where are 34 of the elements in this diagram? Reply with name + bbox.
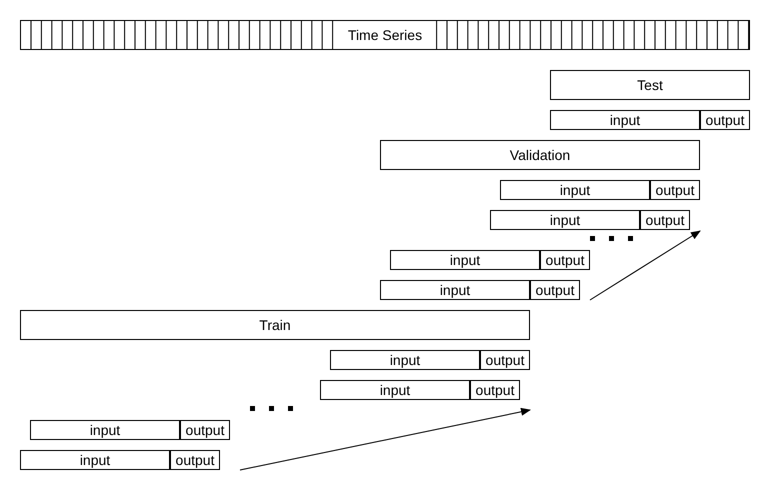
output-window-box <box>180 420 230 440</box>
window-label: input <box>438 282 472 298</box>
input-window-box <box>20 450 170 470</box>
window-label: input <box>608 112 642 128</box>
window-label: input <box>78 452 112 468</box>
input-window-box <box>530 280 580 300</box>
split-label: Train <box>257 317 293 333</box>
validation-bar <box>380 140 700 170</box>
input-window-box <box>30 420 180 440</box>
train-bar <box>20 310 530 340</box>
window-label: input <box>88 422 122 438</box>
output-window-box <box>700 110 750 130</box>
output-window-box <box>490 210 640 230</box>
split-label: Test <box>635 77 665 93</box>
output-window-box <box>380 280 530 300</box>
input-window-box <box>320 380 470 400</box>
output-window-box <box>500 180 650 200</box>
input-window-box <box>330 350 480 370</box>
input-window-box <box>640 210 690 230</box>
input-window-box <box>540 250 590 270</box>
split-label: Validation <box>508 147 572 163</box>
window-label: input <box>378 382 412 398</box>
series-bar <box>20 20 750 50</box>
output-window-box <box>170 450 220 470</box>
window-label: input <box>548 212 582 228</box>
input-window-box <box>650 180 700 200</box>
output-window-box <box>480 350 530 370</box>
test-bar <box>550 70 750 100</box>
window-label: input <box>448 252 482 268</box>
output-window-box <box>390 250 540 270</box>
window-label: input <box>388 352 422 368</box>
output-window-box <box>470 380 520 400</box>
input-window-box <box>550 110 700 130</box>
window-label: input <box>558 182 592 198</box>
